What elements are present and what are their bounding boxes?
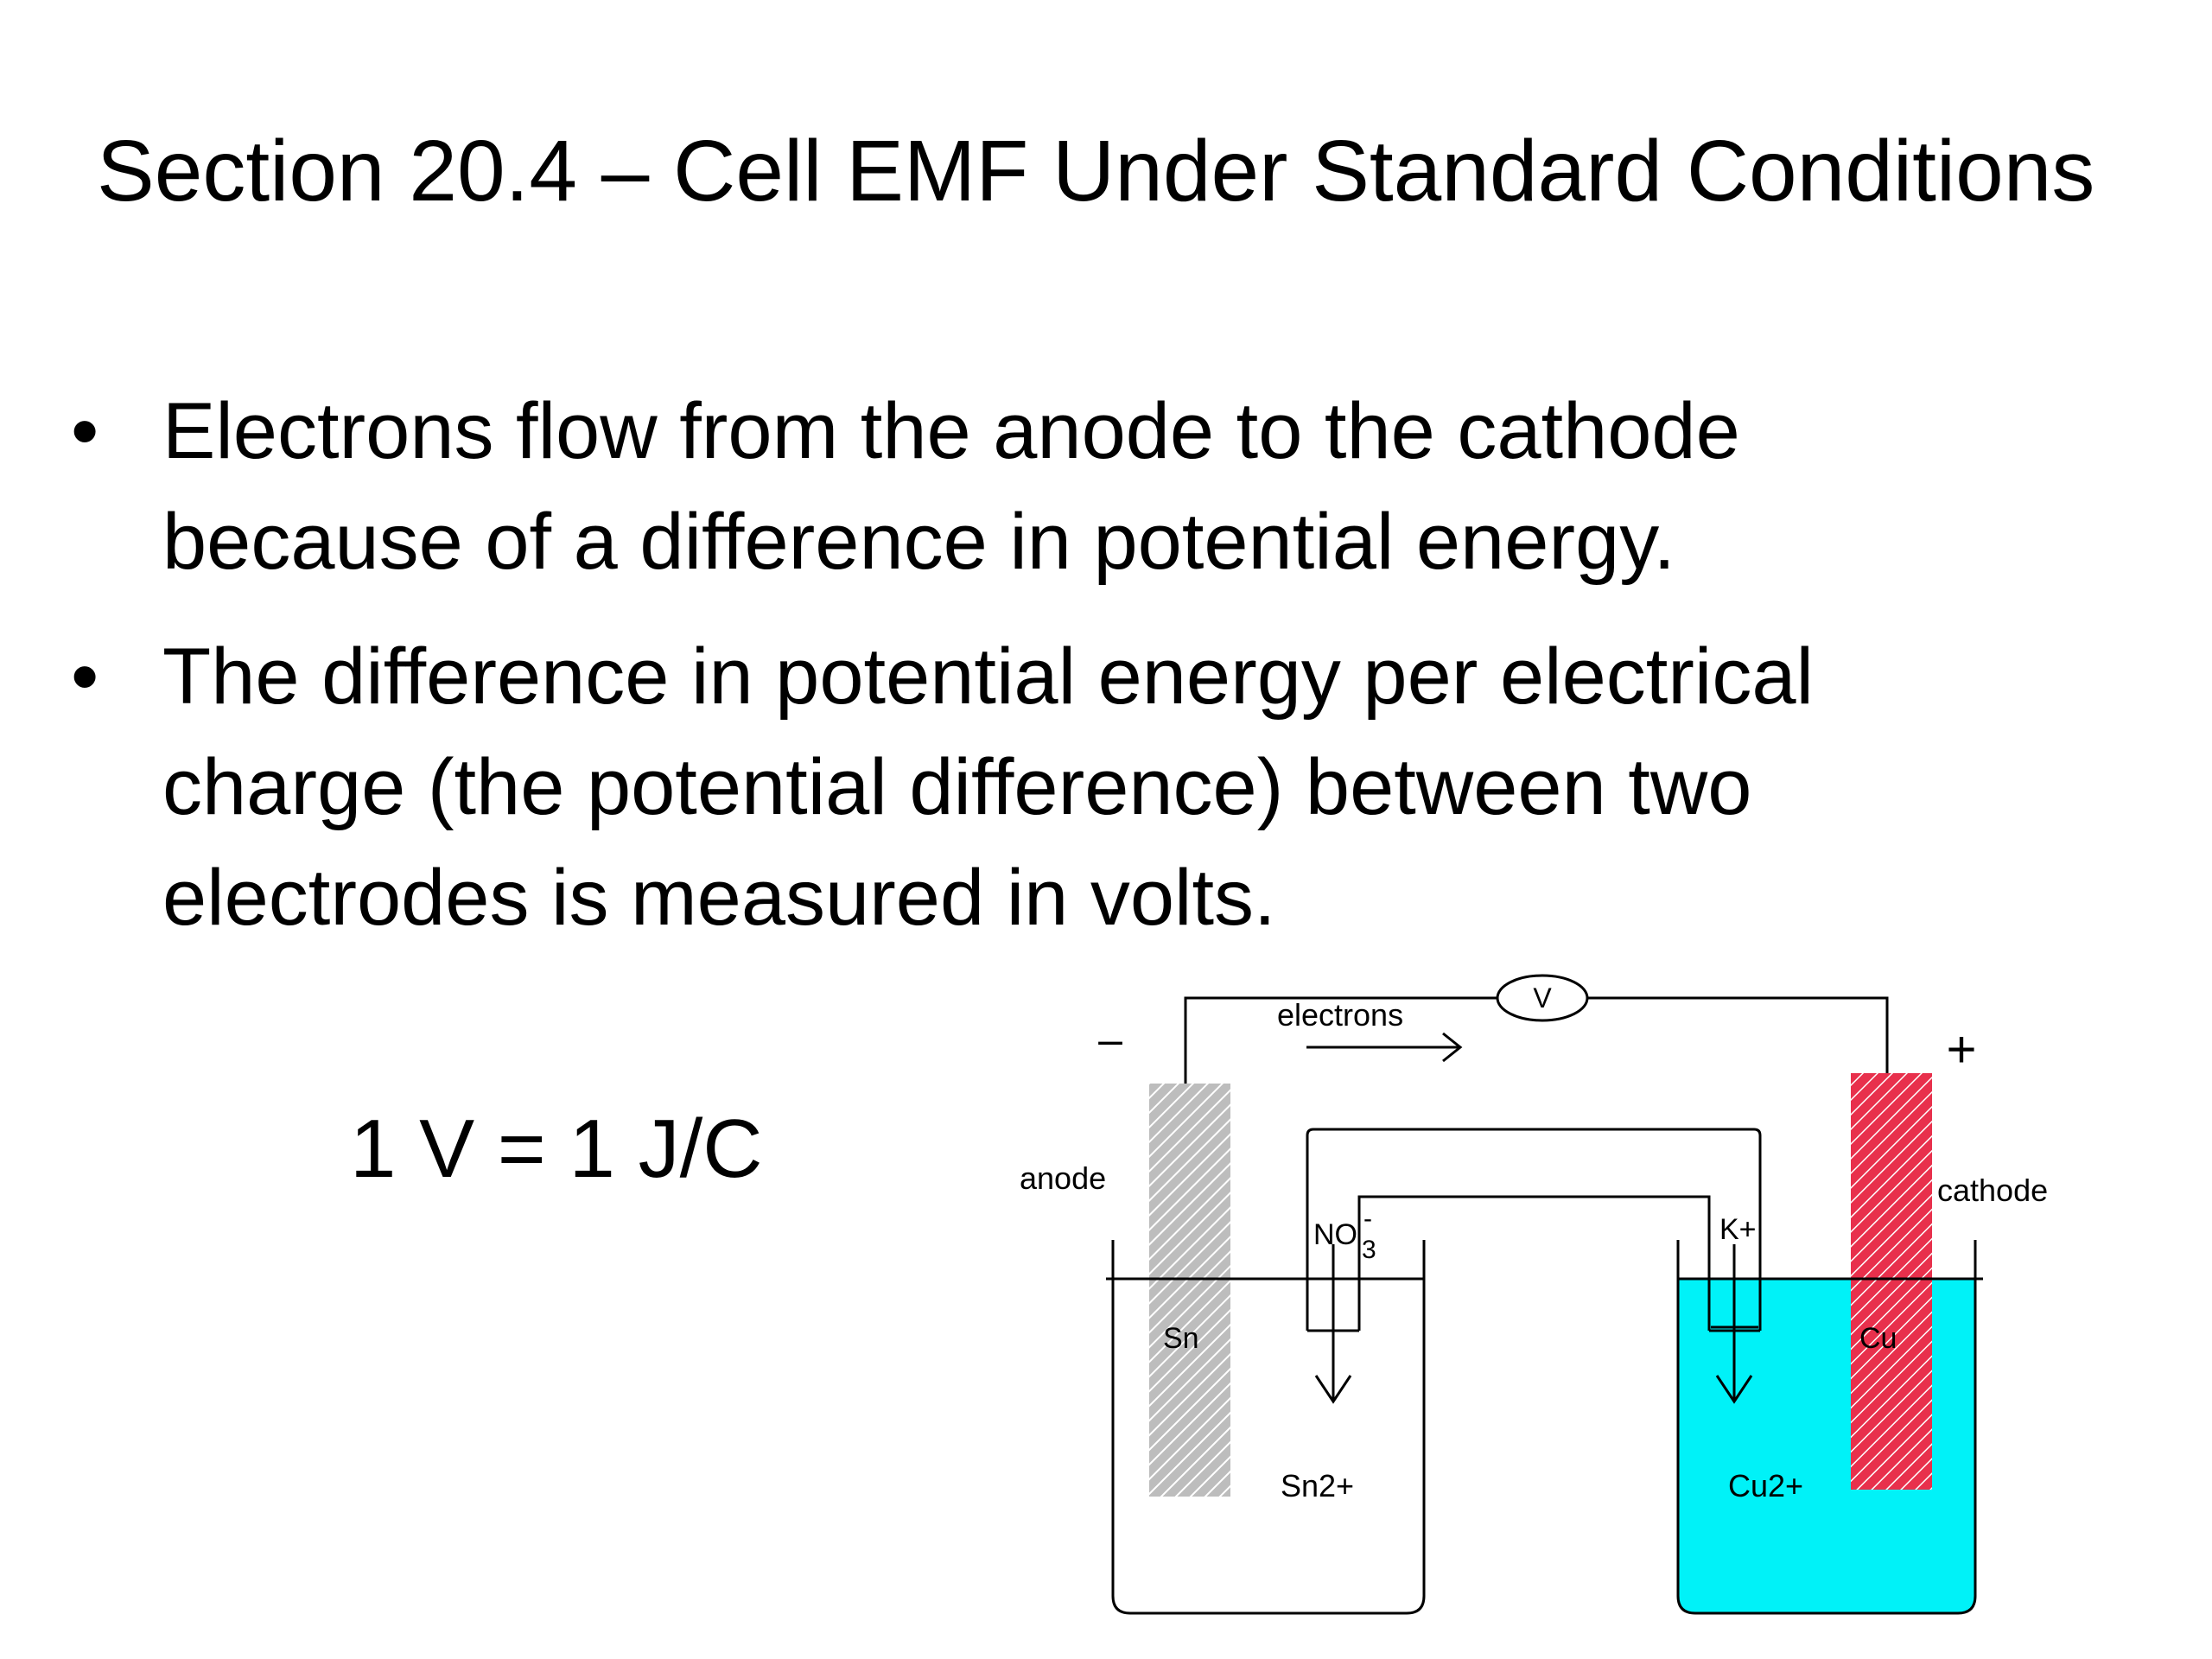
anion-migration-arrow [1314, 1375, 1352, 1404]
negative-terminal-sign: – [1098, 1015, 1122, 1064]
salt-bridge-anion-label: NO [1313, 1218, 1357, 1251]
slide-title: Section 20.4 – Cell EMF Under Standard C… [97, 123, 2095, 219]
bullet-line: electrodes is measured in volts. [162, 854, 1276, 942]
anode-beaker [1111, 1240, 1426, 1615]
voltmeter-label: V [1533, 982, 1552, 1014]
salt-bridge [1357, 1195, 1711, 1331]
salt-bridge-cation-label: K+ [1719, 1213, 1757, 1246]
bullet-dot: • [71, 632, 99, 721]
bullet-line: because of a difference in potential ene… [162, 498, 1675, 586]
electrons-label: electrons [1277, 997, 1403, 1033]
anode-electrode [1149, 1084, 1230, 1497]
bullet-line: charge (the potential difference) betwee… [162, 743, 1752, 831]
external-wire [1587, 996, 1889, 1073]
salt-bridge-anion-subscript: 3 [1362, 1236, 1376, 1264]
positive-terminal-sign: + [1946, 1020, 1976, 1078]
bullet-item: • Electrons flow from the anode to the c… [71, 376, 2127, 597]
anode-label: anode [1020, 1160, 1106, 1196]
cathode-beaker [1676, 1240, 1977, 1615]
volt-equation: 1 V = 1 J/C [350, 1103, 763, 1195]
electron-flow-arrow [1442, 1032, 1463, 1063]
cathode-ion-label: Cu2+ [1728, 1468, 1803, 1503]
galvanic-cell-diagram: V electrons – + anode cathode Sn Cu Sn2+… [1020, 974, 2048, 1615]
voltmeter [1496, 974, 1589, 1022]
bullet-list: • Electrons flow from the anode to the c… [71, 376, 2127, 953]
cation-migration-arrow [1715, 1375, 1753, 1404]
bullet-item: • The difference in potential energy per… [71, 621, 2127, 953]
anode-metal-label: Sn [1163, 1322, 1199, 1355]
salt-bridge-anion-superscript: - [1363, 1205, 1372, 1233]
cathode-label: cathode [1937, 1173, 2048, 1208]
bullet-line: The difference in potential energy per e… [162, 632, 1814, 721]
cathode-metal-label: Cu [1859, 1322, 1897, 1355]
anode-ion-label: Sn2+ [1281, 1468, 1354, 1503]
salt-bridge [1306, 1128, 1762, 1331]
bullet-line: Electrons flow from the anode to the cat… [162, 387, 1740, 475]
cathode-electrode [1851, 1073, 1932, 1490]
bullet-dot: • [71, 387, 99, 475]
external-wire [1184, 996, 1497, 1084]
